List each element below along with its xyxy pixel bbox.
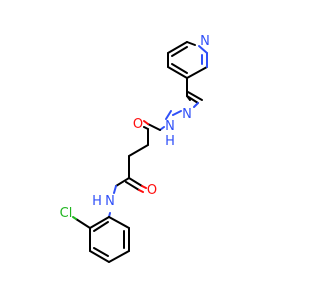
pyridine-ring (167, 41, 208, 79)
molecule-structure: N N N H O O N H Cl (60, 34, 210, 263)
atom-o-top: O (133, 117, 143, 132)
atom-cl: Cl (60, 206, 73, 221)
atom-nh-amide-h: H (92, 194, 102, 209)
succinyl-chain (113, 120, 165, 194)
hydrazone-linker (165, 77, 203, 120)
chlorophenyl-ring (72, 212, 130, 263)
atom-nh-amide: N (105, 194, 115, 209)
atom-n-pyridine: N (200, 34, 210, 49)
atom-n-hydrazone: N (182, 107, 192, 122)
atom-nh-hydrazide-h: H (165, 134, 175, 149)
atom-nh-hydrazide: N (165, 119, 175, 134)
atom-o-bottom: O (147, 183, 157, 198)
